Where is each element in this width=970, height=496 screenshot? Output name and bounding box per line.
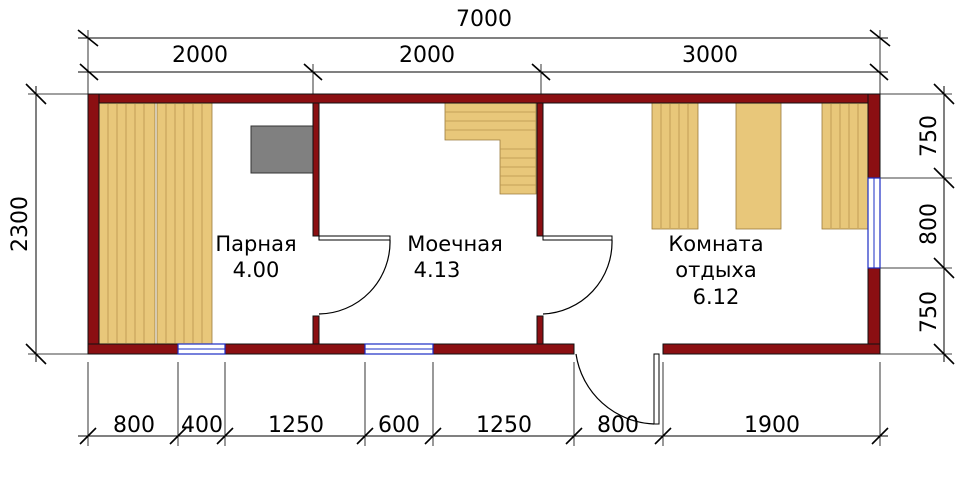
dim-bottom-2: 400 xyxy=(181,413,223,438)
dim-top-2: 2000 xyxy=(399,43,455,68)
room-name-wash: Моечная xyxy=(407,232,503,256)
rest-table xyxy=(735,102,782,230)
dim-right-1: 750 xyxy=(917,115,942,157)
stove xyxy=(250,125,320,174)
wall-bottom-1 xyxy=(87,343,179,355)
room-area-rest: 6.12 xyxy=(693,285,740,309)
wall-bottom-4 xyxy=(662,343,881,355)
walls xyxy=(87,93,881,355)
dim-bottom-4: 600 xyxy=(378,413,420,438)
dim-bottom-3: 1250 xyxy=(268,413,324,438)
wall-bottom-2 xyxy=(224,343,366,355)
partition-1-upper xyxy=(312,102,320,237)
partition-2-lower xyxy=(536,315,544,345)
room-name-rest-line1: Комната xyxy=(668,232,763,256)
dim-right-2: 800 xyxy=(917,203,942,245)
room-name-rest-line2: отдыха xyxy=(675,258,756,282)
dim-left-height: 2300 xyxy=(8,196,33,252)
wall-right-upper xyxy=(867,93,881,179)
door-1-swing xyxy=(318,239,391,315)
room-labels: Парная 4.00 Моечная 4.13 Комната отдыха … xyxy=(215,232,763,309)
door-2-swing xyxy=(542,239,613,315)
dimension-labels: 7000 2000 2000 3000 800 400 1250 600 125… xyxy=(8,7,942,438)
dim-bottom-1: 800 xyxy=(113,413,155,438)
entrance-door-leaf xyxy=(653,353,660,425)
dim-bottom-6: 800 xyxy=(597,413,639,438)
wall-top xyxy=(87,93,881,104)
room-area-wash: 4.13 xyxy=(414,258,461,282)
dim-bottom-7: 1900 xyxy=(744,413,800,438)
room-name-steam: Парная xyxy=(215,232,296,256)
shelf-left-2 xyxy=(156,102,213,345)
rest-bench-1 xyxy=(651,102,699,230)
partition-2-upper xyxy=(536,102,544,237)
windows xyxy=(177,177,881,355)
door-1-leaf xyxy=(318,235,391,241)
shelf-left-1 xyxy=(98,102,156,345)
washroom-bench xyxy=(444,102,537,195)
wall-right-lower xyxy=(867,267,881,355)
dim-top-1: 2000 xyxy=(172,43,228,68)
partition-1-lower xyxy=(312,315,320,345)
doors xyxy=(318,235,660,425)
entrance-door-swing xyxy=(575,353,655,425)
dim-top-3: 3000 xyxy=(682,43,738,68)
dim-bottom-5: 1250 xyxy=(476,413,532,438)
benches xyxy=(98,102,869,345)
wall-bottom-3 xyxy=(432,343,575,355)
dim-total-width: 7000 xyxy=(456,7,512,32)
dim-right-3: 750 xyxy=(917,291,942,333)
dimension-lines xyxy=(25,29,955,446)
room-area-steam: 4.00 xyxy=(233,258,280,282)
wall-left xyxy=(87,93,100,355)
door-2-leaf xyxy=(542,235,613,241)
rest-bench-2 xyxy=(821,102,869,230)
